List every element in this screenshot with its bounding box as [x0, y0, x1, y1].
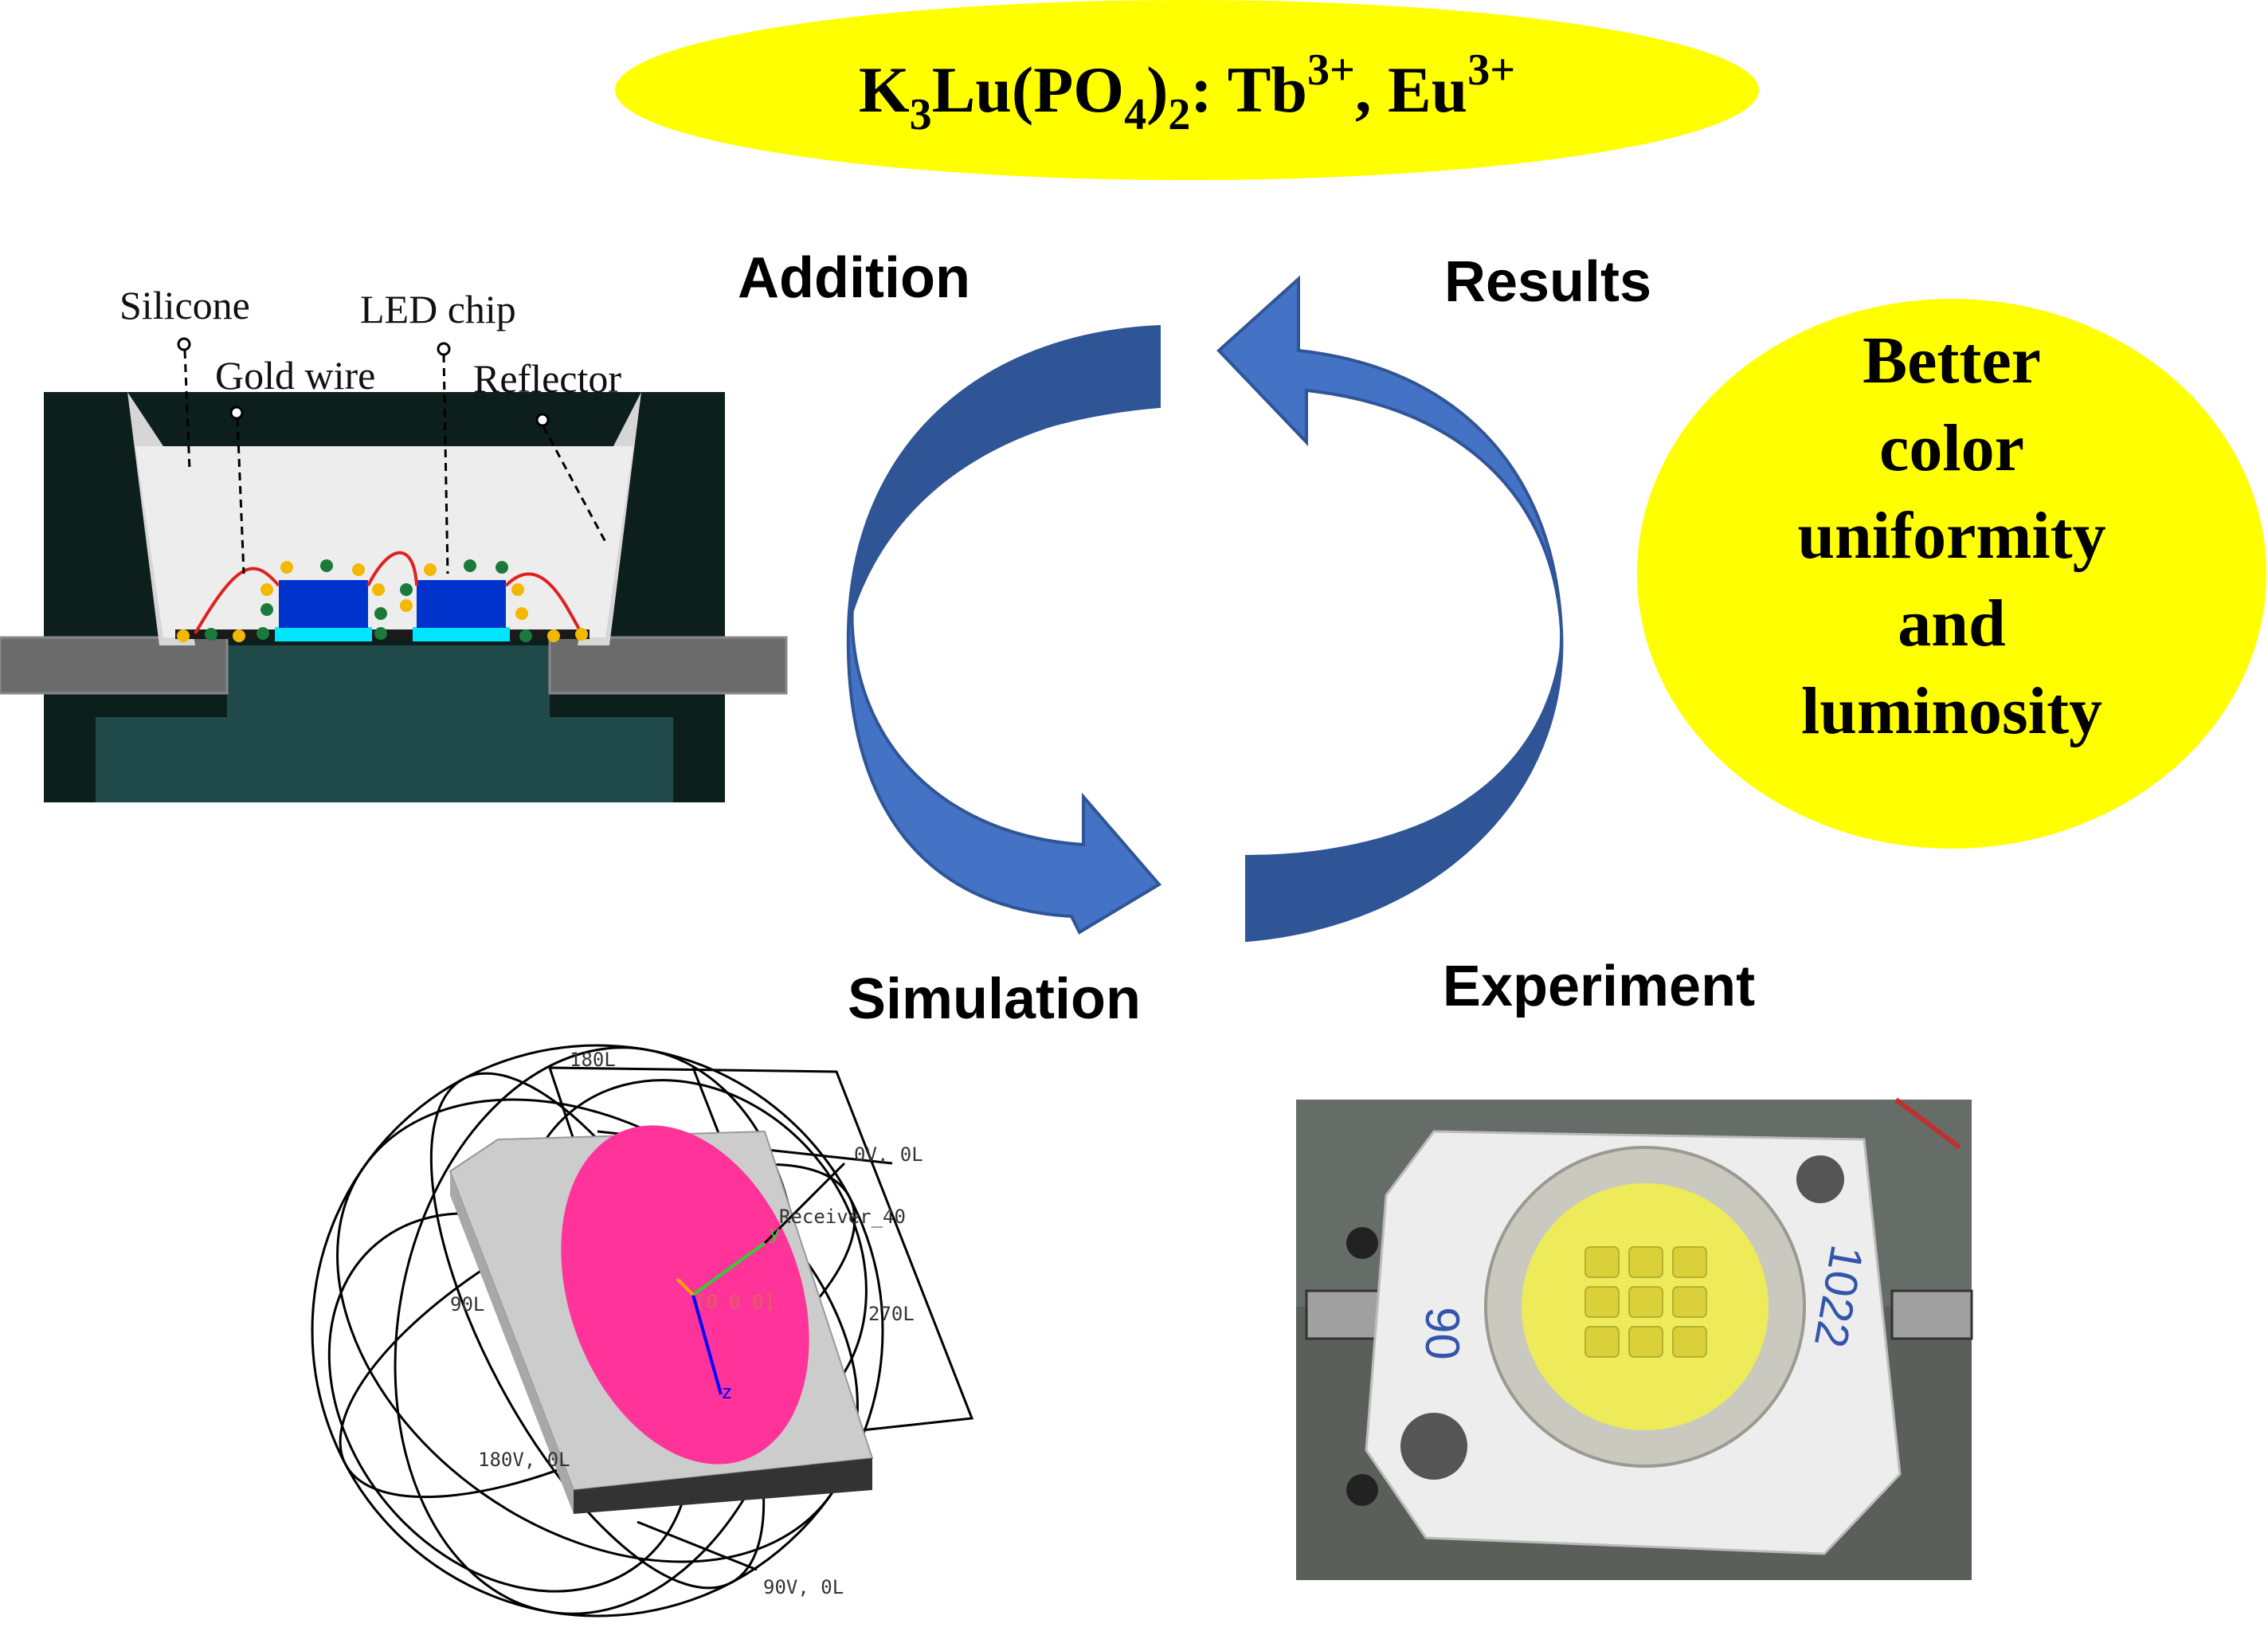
- heat-sink: [96, 645, 673, 802]
- sim-label-180l: 180L: [570, 1049, 616, 1071]
- sim-label-origin: [0 0 0]: [695, 1291, 775, 1313]
- chip-base-1: [275, 627, 372, 641]
- slab-bottom-edge: [574, 1458, 872, 1514]
- silicone-encapsulant: [135, 446, 633, 637]
- lead-frame-right: [548, 636, 788, 695]
- bottom-arrow: [637, 1520, 758, 1571]
- label-results: Results: [1444, 250, 1651, 314]
- connector-right: [1890, 1289, 1973, 1340]
- outcome-line-1: Better: [1863, 324, 2041, 398]
- package-hole-right: [1796, 1155, 1844, 1203]
- outcome-line-2: color: [1879, 411, 2024, 485]
- mount-hole-1: [1346, 1227, 1378, 1259]
- sim-label-y: y: [769, 1222, 780, 1244]
- callout-leaders: [183, 350, 607, 574]
- emitter-disk: [561, 1125, 809, 1465]
- handwritten-left: 90: [1416, 1307, 1469, 1360]
- label-reflector: Reflector: [473, 356, 621, 401]
- led-package-diagram: Silicone Gold wire LED chip Reflector: [0, 283, 788, 802]
- simulation-model: 180L 0V, 0L Receiver_40 [0 0 0] 90L 270L…: [311, 1044, 974, 1618]
- left-cycle-arrow-shade: [848, 327, 1159, 629]
- sim-label-0v0l: 0V, 0L: [854, 1143, 923, 1166]
- phosphor-particles: [177, 559, 588, 642]
- outcome-ellipse: [1637, 299, 2266, 849]
- sim-label-90l: 90L: [450, 1293, 484, 1316]
- cycle-arrows: [846, 275, 1564, 943]
- label-experiment: Experiment: [1443, 955, 1755, 1018]
- outcome-line-4: and: [1898, 586, 2005, 661]
- title-ellipse: [615, 0, 1759, 180]
- callout-dots: [177, 337, 550, 427]
- chip-base-2: [413, 627, 510, 641]
- outcome-bubble: Better color uniformity and luminosity: [1637, 299, 2266, 849]
- label-silicone: Silicone: [119, 283, 250, 327]
- sim-label-90v: 90V, 0L: [763, 1576, 844, 1598]
- label-addition: Addition: [738, 246, 970, 310]
- gold-wire-2: [366, 551, 418, 586]
- gold-wire-3: [504, 572, 583, 634]
- sim-label-receiver: Receiver_40: [779, 1206, 906, 1228]
- mount-hole-2: [1346, 1474, 1378, 1506]
- label-simulation: Simulation: [848, 967, 1141, 1031]
- slab-left-edge: [450, 1171, 574, 1514]
- led-chip-2: [417, 580, 506, 628]
- sim-label-z: z: [721, 1381, 732, 1403]
- z-axis: [691, 1294, 723, 1395]
- led-chip-1: [279, 580, 368, 628]
- right-cycle-arrow-shade: [1247, 629, 1562, 940]
- label-led-chip: LED chip: [360, 287, 516, 331]
- receiver-arrow: [763, 1162, 846, 1245]
- compound-formula: K3Lu(PO4)2: Tb3+, Eu3+: [859, 45, 1515, 139]
- title-banner: K3Lu(PO4)2: Tb3+, Eu3+: [615, 0, 1759, 180]
- experiment-photo: 90 1022: [1296, 1097, 1973, 1580]
- outcome-line-5: luminosity: [1801, 674, 2102, 748]
- outcome-line-3: uniformity: [1797, 499, 2105, 573]
- sim-label-270l: 270L: [868, 1303, 915, 1325]
- sim-label-180v: 180V, 0L: [478, 1449, 570, 1471]
- red-wire: [1894, 1097, 1961, 1150]
- label-gold-wire: Gold wire: [215, 353, 375, 398]
- lead-frame-left: [0, 636, 229, 695]
- x-axis: [676, 1277, 695, 1296]
- y-axis: [691, 1241, 766, 1296]
- led-chip-array: [1584, 1246, 1707, 1358]
- package-hole-left: [1400, 1413, 1467, 1480]
